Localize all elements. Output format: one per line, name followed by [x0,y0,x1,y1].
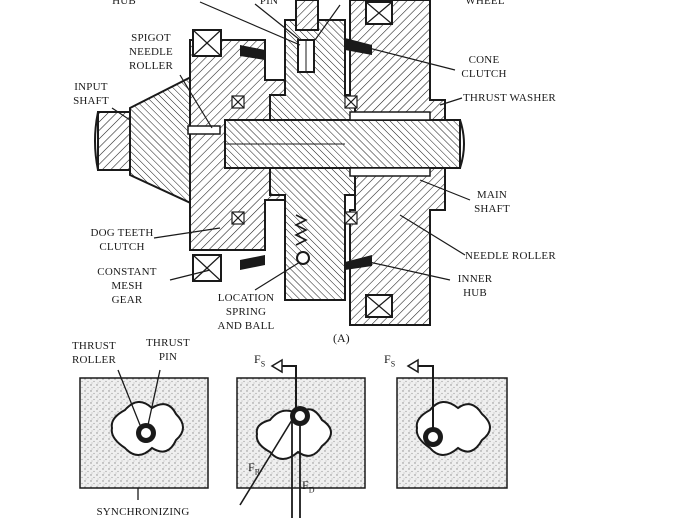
figure-caption: (A) [333,331,350,345]
label-needle-roller: NEEDLE ROLLER [465,250,556,262]
panel-2 [236,358,366,518]
panel-1 [79,369,209,500]
label-wheel: WHEEL [465,0,505,7]
label-hub: HUB [112,0,136,7]
label-pin: PIN [259,0,279,7]
label-location-spring-and-ball: LOCATION SPRING AND BALL [217,292,275,332]
label-constant-mesh-gear: CONSTANT MESH GEAR [97,266,157,306]
sectional-view [94,0,471,326]
panel-3 [396,358,508,489]
force-fr: FR [248,460,261,477]
label-input-shaft: INPUT SHAFT [73,81,109,107]
label-spigot-needle-roller: SPIGOT NEEDLE ROLLER [129,32,173,72]
force-fs-panel-3: FS [384,352,396,369]
label-cone-clutch: CONE CLUTCH [461,54,507,80]
label-dog-teeth-clutch: DOG TEETH CLUTCH [90,227,154,253]
force-fd: FD [302,478,315,495]
label-thrust-pin: THRUST PIN [146,337,190,363]
label-main-shaft: MAIN SHAFT [474,189,510,215]
label-thrust-washer: THRUST WASHER [463,92,556,104]
force-fs-panel-2: FS [254,352,266,369]
label-synchronizing: SYNCHRONIZING [96,506,190,518]
label-thrust-roller: THRUST ROLLER [72,340,116,366]
label-inner-hub: INNER HUB [457,273,493,299]
